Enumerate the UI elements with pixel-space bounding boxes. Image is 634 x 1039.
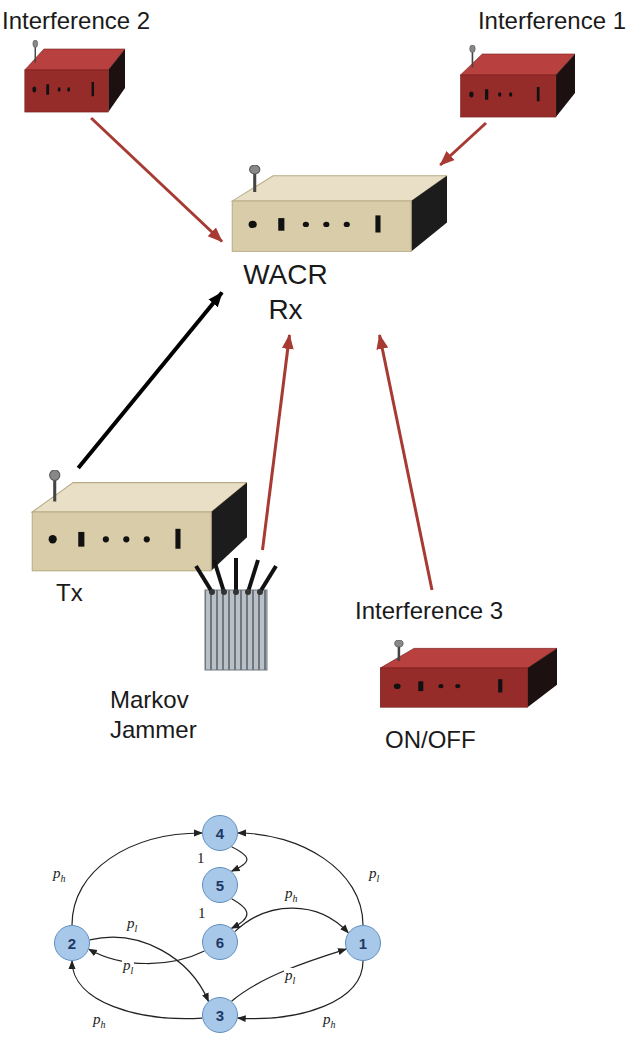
interferer-device — [380, 640, 557, 707]
signal-arrow — [91, 118, 222, 242]
transition-arrow — [235, 908, 349, 933]
transition-probability: 1 — [197, 906, 207, 921]
device-label: Markov Jammer — [110, 685, 205, 745]
interferer-device — [460, 45, 575, 117]
transition-probability: ph — [92, 1012, 107, 1030]
transition-probability: 1 — [196, 851, 206, 866]
device-node: Interference 1 — [450, 6, 630, 123]
state-circle: 5 — [202, 867, 238, 903]
transition-arrow — [72, 833, 202, 925]
signal-arrow — [440, 123, 486, 165]
device-node: Markov Jammer — [105, 550, 280, 765]
device-label: Tx — [56, 578, 116, 608]
signal-arrow — [380, 335, 433, 590]
device-label: Interference 3 — [355, 596, 553, 626]
state-circle: 1 — [345, 925, 381, 961]
state-number: 6 — [203, 935, 237, 950]
state-circle: 2 — [54, 925, 90, 961]
state-number: 3 — [203, 1008, 237, 1023]
transition-arrow — [90, 937, 209, 1001]
device-node: Tx — [22, 468, 247, 610]
device-node: Interference 2 — [2, 6, 164, 118]
transition-probability: ph — [52, 866, 67, 884]
receiver-device — [232, 165, 447, 251]
device-node: WACR Rx — [222, 165, 447, 335]
transition-probability: pl — [284, 968, 296, 986]
transition-arrow — [89, 949, 204, 963]
transition-probability: pl — [368, 866, 380, 884]
transition-probability: pl — [122, 958, 134, 976]
interferer-device — [25, 40, 125, 112]
transition-arrow — [232, 847, 247, 871]
device-label: WACR Rx — [238, 257, 333, 327]
device-node: Interference 3 ON/OFF — [350, 590, 555, 762]
transition-arrow — [232, 949, 347, 1001]
state-number: 4 — [203, 826, 237, 841]
state-number: 2 — [55, 936, 89, 951]
signal-arrow — [78, 293, 222, 469]
signal-arrow — [263, 335, 290, 550]
state-number: 1 — [346, 936, 380, 951]
state-circle: 6 — [202, 924, 238, 960]
state-number: 5 — [203, 878, 237, 893]
transition-arrow — [238, 961, 363, 1019]
transition-probability: ph — [322, 1012, 337, 1030]
transmitter-device — [32, 470, 247, 571]
transition-probability: ph — [284, 886, 299, 904]
jammer-device — [196, 558, 276, 670]
device-label: Interference 2 — [2, 6, 164, 36]
device-label: Interference 1 — [450, 6, 626, 36]
state-circle: 4 — [202, 815, 238, 851]
transition-probability: pl — [126, 916, 138, 934]
transition-arrow — [72, 961, 202, 1019]
state-circle: 3 — [202, 997, 238, 1033]
transition-arrow — [238, 833, 363, 925]
device-label: ON/OFF — [385, 725, 505, 755]
